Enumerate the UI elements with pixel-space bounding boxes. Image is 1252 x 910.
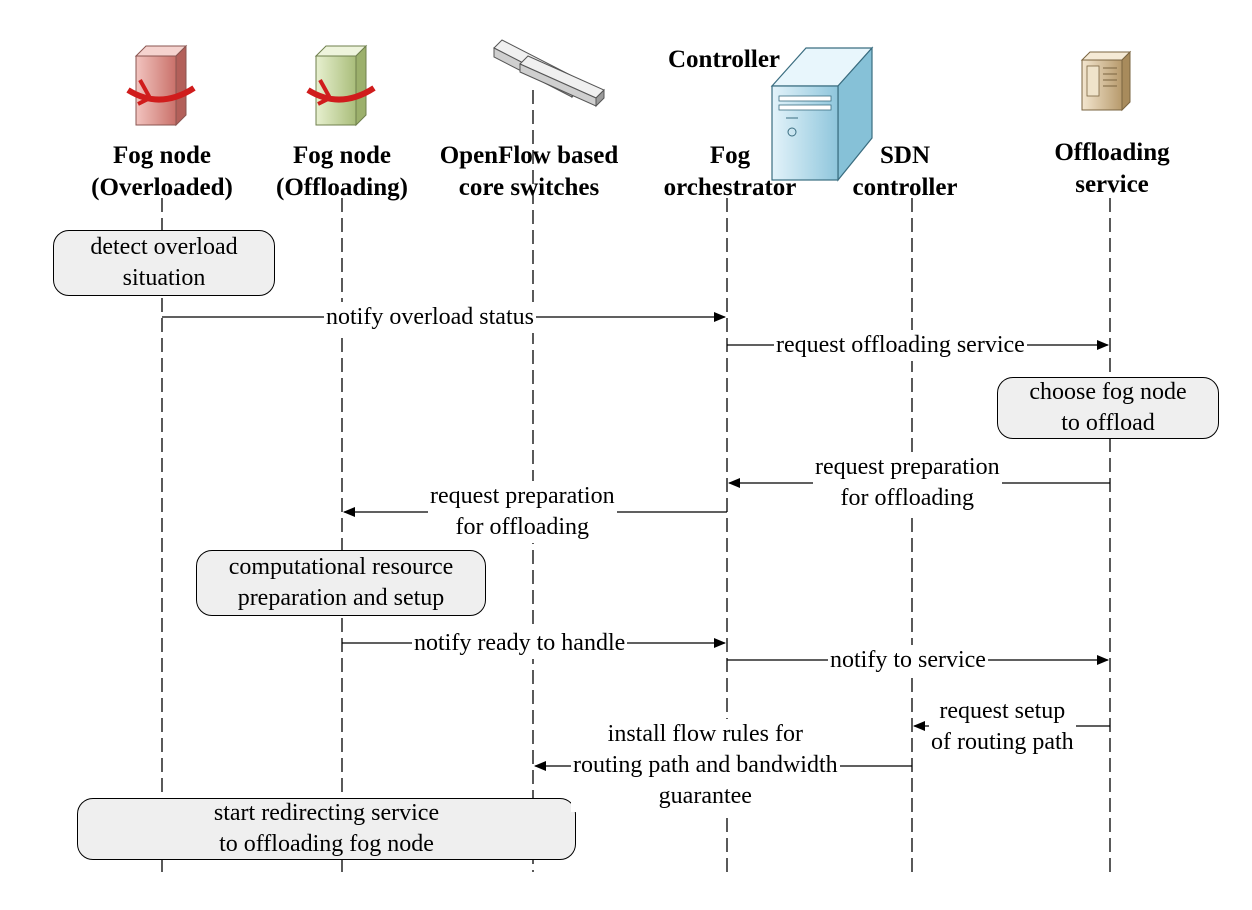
participant-sdn-controller: SDN controller	[805, 140, 1005, 204]
message-line1: request offloading service	[776, 332, 1025, 358]
message-line1: install flow rules for	[607, 721, 803, 747]
note-choose-fog-node: choose fog node to offload	[997, 377, 1219, 439]
participant-line1: Fog	[709, 142, 751, 169]
message-request-preparation-node: request preparation for offloading	[428, 481, 617, 543]
participant-fog-node-overloaded: Fog node (Overloaded)	[62, 140, 262, 204]
server-rack-icon	[1080, 50, 1132, 112]
server-offloading-icon	[306, 44, 376, 127]
note-line1: computational resource	[228, 554, 454, 580]
participant-line2: (Offloading)	[276, 174, 408, 201]
message-line3: guarantee	[658, 783, 752, 809]
note-start-redirecting: start redirecting service to offloading …	[77, 798, 576, 860]
note-line1: detect overload	[90, 234, 238, 260]
participant-line1: Offloading	[1054, 139, 1170, 166]
message-request-offloading-service: request offloading service	[774, 330, 1027, 361]
participant-line2: service	[1075, 171, 1149, 198]
message-request-setup-routing: request setup of routing path	[929, 696, 1076, 758]
note-detect-overload: detect overload situation	[53, 230, 275, 296]
participant-fog-orchestrator: Fog orchestrator	[630, 140, 830, 204]
participant-line1: Fog node	[293, 142, 391, 169]
message-line1: notify overload status	[326, 304, 534, 330]
note-line2: to offloading fog node	[219, 831, 434, 857]
server-overloaded-icon	[126, 44, 196, 127]
message-notify-to-service: notify to service	[828, 645, 988, 676]
message-notify-overload-status: notify overload status	[324, 302, 536, 333]
participant-fog-node-offloading: Fog node (Offloading)	[242, 140, 442, 204]
participant-line1: SDN	[879, 142, 930, 169]
message-line1: request setup	[939, 698, 1066, 724]
message-line2: routing path and bandwidth	[573, 752, 838, 778]
note-line2: situation	[122, 265, 206, 291]
participant-line2: orchestrator	[663, 174, 797, 201]
message-line1: request preparation	[430, 483, 615, 509]
message-line2: for offloading	[455, 514, 590, 540]
message-request-preparation-orchestrator: request preparation for offloading	[813, 452, 1002, 514]
server-tower-icon	[770, 46, 874, 182]
note-line1: start redirecting service	[213, 800, 440, 826]
message-line1: notify to service	[830, 647, 986, 673]
note-line2: preparation and setup	[237, 585, 445, 611]
message-line2: of routing path	[931, 729, 1074, 755]
switch-icon	[493, 39, 605, 108]
participant-line2: (Overloaded)	[91, 174, 233, 201]
note-computational-resource: computational resource preparation and s…	[196, 550, 486, 616]
participant-openflow-switches: OpenFlow based core switches	[419, 140, 639, 204]
participant-line1: OpenFlow based	[439, 142, 619, 169]
controller-group-label: Controller	[668, 46, 781, 73]
message-line2: for offloading	[840, 485, 975, 511]
message-notify-ready-to-handle: notify ready to handle	[412, 628, 628, 659]
participant-offloading-service: Offloading service	[1012, 137, 1212, 201]
participant-line1: Fog node	[113, 142, 211, 169]
message-install-flow-rules: install flow rules for routing path and …	[571, 719, 840, 812]
message-line1: request preparation	[815, 454, 1000, 480]
note-line1: choose fog node	[1029, 379, 1187, 405]
message-line1: notify ready to handle	[414, 630, 626, 656]
note-line2: to offload	[1061, 410, 1155, 436]
participant-line2: core switches	[458, 174, 600, 201]
participant-line2: controller	[852, 174, 958, 201]
